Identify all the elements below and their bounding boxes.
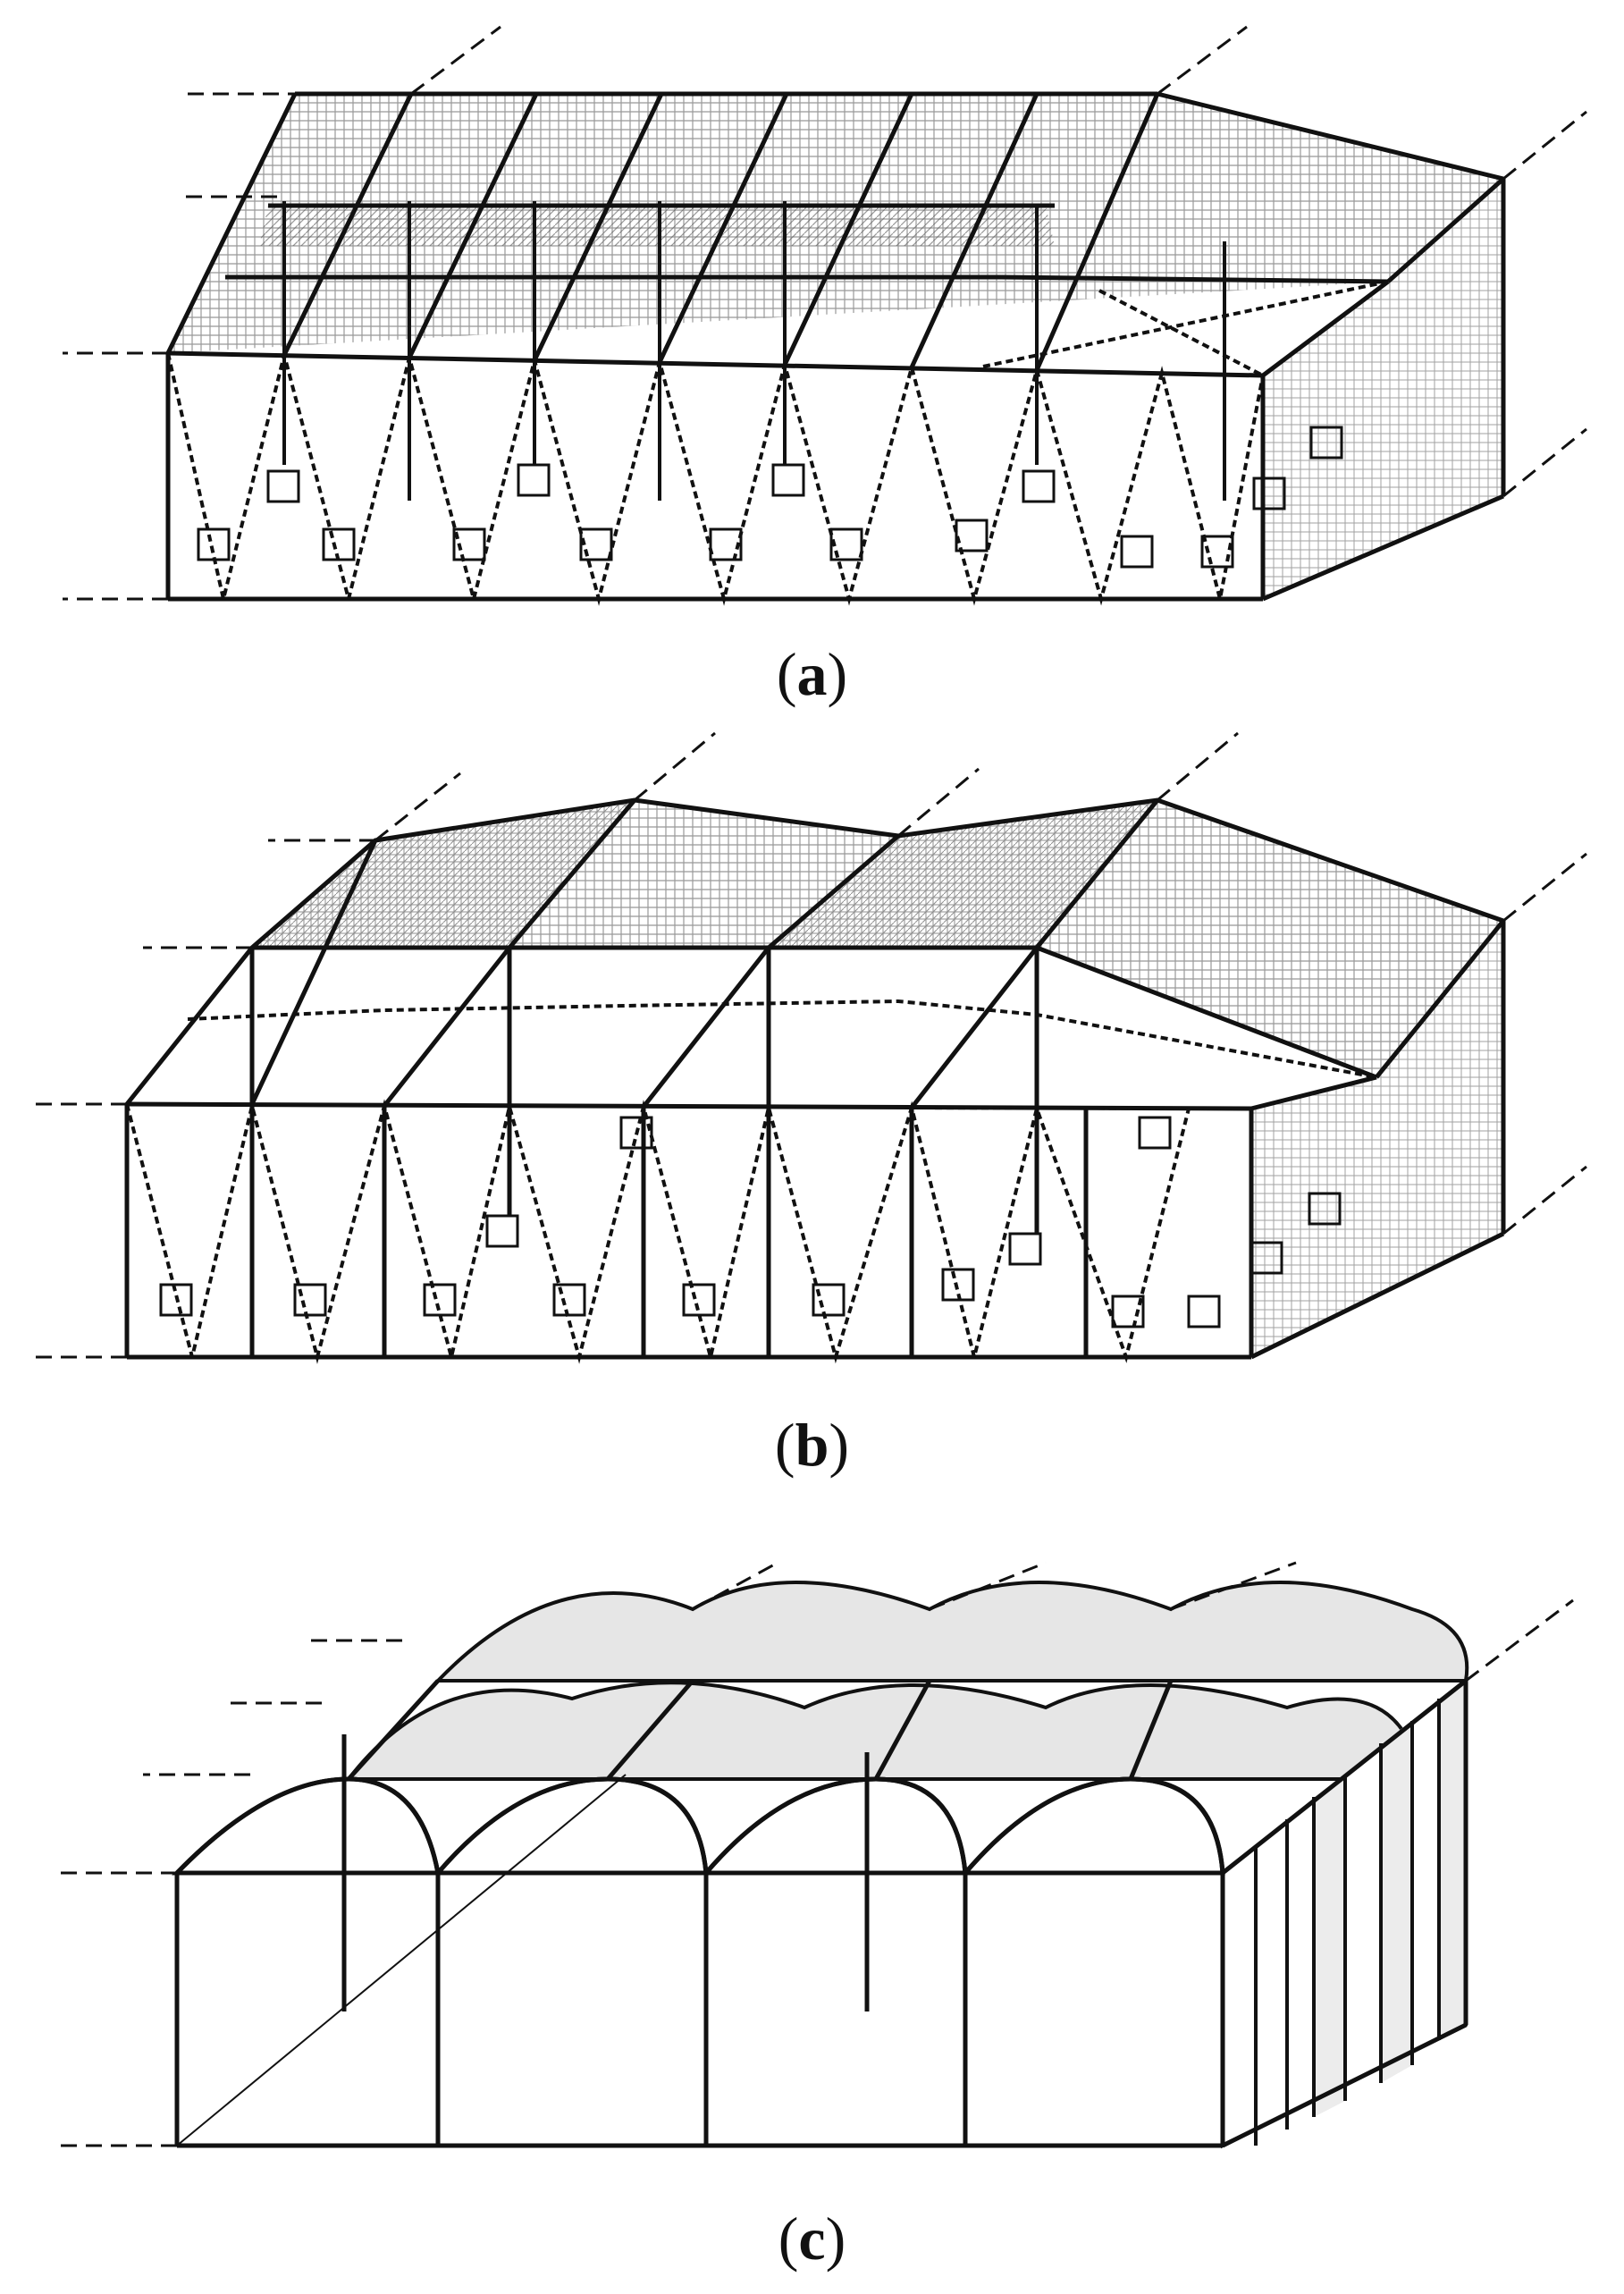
panel-b-fan-boxes [159,1116,1342,1328]
panel-b-end-wall [1251,921,1503,1357]
panel-b-roof-2 [509,800,898,948]
panel-c-roof-arches [344,1581,1469,1781]
caption-b: (b) [774,1411,850,1479]
panel-a-extension-lines [63,25,1587,601]
panel-a-roof-shade [259,206,1055,246]
panel-c-front-arches [172,1776,1225,1876]
caption-c: (c) [778,2205,846,2273]
panel-b-roof-3 [769,800,1157,948]
panel-a-multispan-flat-greenhouse [63,25,1587,606]
panel-a-frame [165,91,1506,602]
panel-c-extension-lines [58,1561,1574,2147]
panel-c-frame [174,1679,1468,2148]
caption-a-label: a [796,640,828,708]
caption-a: (a) [776,640,848,708]
panel-a-fan-boxes [197,426,1343,569]
panel-a-end-wall [1263,179,1503,599]
panel-c-multispan-arched-greenhouse [58,1561,1574,2149]
panel-a-posts [282,201,1226,501]
panel-b-multispan-gable-greenhouse [31,731,1587,1364]
panel-b-roof-4 [1037,800,1503,1077]
caption-b-label: b [795,1411,829,1479]
panel-b-extension-lines [31,731,1587,1359]
panel-a-bracing [166,280,1389,606]
panel-c-diagonal [176,1774,627,2146]
caption-c-label: c [798,2205,826,2273]
panel-c-end-wall-posts [1254,1699,1441,2146]
